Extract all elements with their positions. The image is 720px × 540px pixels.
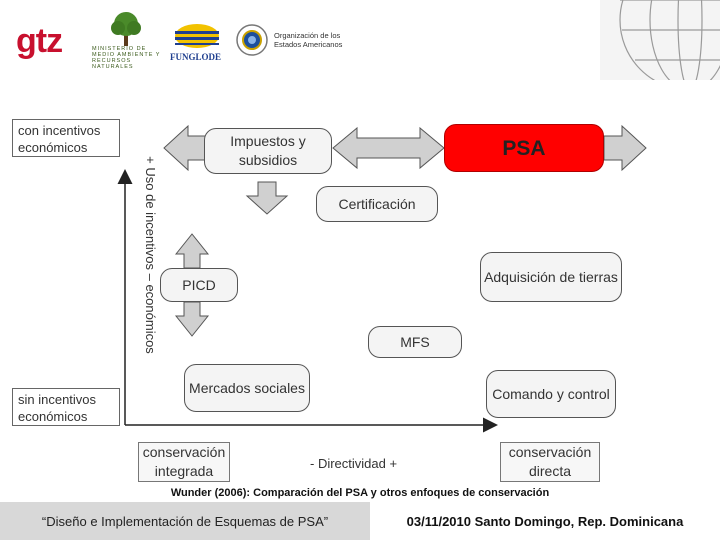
tree-logo-icon bbox=[111, 12, 141, 46]
caption: Wunder (2006): Comparación del PSA y otr… bbox=[170, 487, 550, 499]
globe-grid-icon bbox=[600, 0, 720, 80]
footer-title: “Diseño e Implementación de Esquemas de … bbox=[0, 502, 370, 540]
left-block-arrow-icon bbox=[163, 124, 206, 172]
double-block-arrow-icon bbox=[332, 126, 445, 170]
box-psa: PSA bbox=[444, 124, 604, 172]
oea-seal-icon bbox=[236, 24, 268, 56]
label-con-incentivos: con incentivos económicos bbox=[12, 119, 120, 157]
oea-logo-text: Organización de los Estados Americanos bbox=[274, 31, 343, 49]
box-mfs: MFS bbox=[368, 326, 462, 358]
box-picd: PICD bbox=[160, 268, 238, 302]
up-block-arrow-icon bbox=[174, 233, 210, 269]
box-certificacion: Certificación bbox=[316, 186, 438, 222]
x-axis-label: - Directividad + bbox=[310, 456, 398, 471]
box-mercados: Mercados sociales bbox=[184, 364, 310, 412]
funglode-logo-icon bbox=[175, 24, 219, 48]
right-block-arrow-icon bbox=[603, 124, 647, 172]
down-block-arrow-icon bbox=[245, 181, 289, 215]
footer-date-location: 03/11/2010 Santo Domingo, Rep. Dominican… bbox=[370, 502, 720, 540]
box-adquisicion: Adquisición de tierras bbox=[480, 252, 622, 302]
funglode-logo-text: FUNGLODE bbox=[170, 52, 222, 62]
down-block-arrow-2-icon bbox=[174, 301, 210, 337]
header-bar: gtz MINISTERIO DE MEDIO AMBIENTE Y RECUR… bbox=[0, 0, 720, 80]
ministry-logo-text: MINISTERIO DE MEDIO AMBIENTE Y RECURSOS … bbox=[92, 46, 161, 70]
box-impuestos: Impuestos y subsidios bbox=[204, 128, 332, 174]
box-comando: Comando y control bbox=[486, 370, 616, 418]
label-sin-incentivos: sin incentivos económicos bbox=[12, 388, 120, 426]
gtz-logo: gtz bbox=[16, 22, 63, 60]
label-conservacion-directa: conservación directa bbox=[500, 442, 600, 482]
label-conservacion-integrada: conservación integrada bbox=[138, 442, 230, 482]
